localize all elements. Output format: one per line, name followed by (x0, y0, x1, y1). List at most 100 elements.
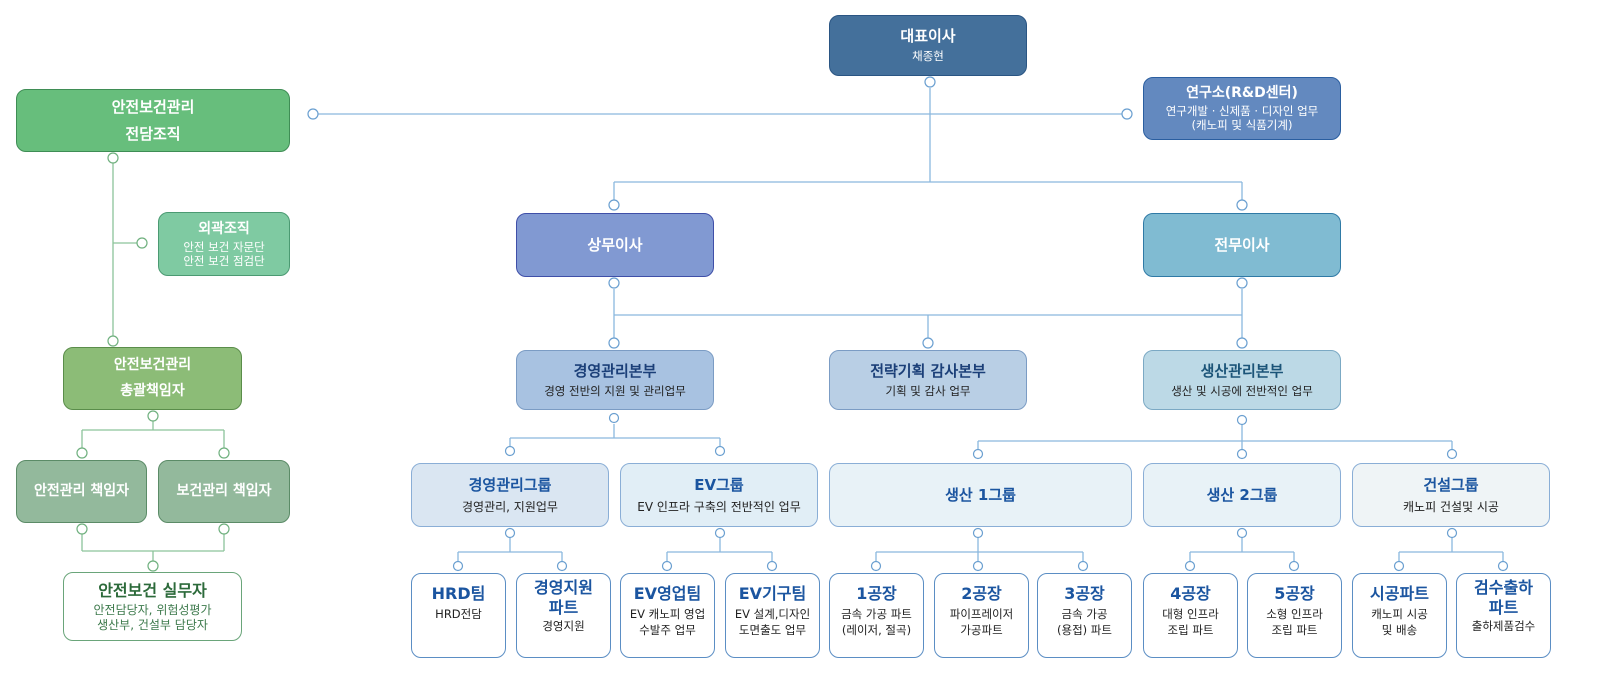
connector-node (307, 108, 319, 120)
node-title: 경영지원 파트 (534, 578, 593, 617)
node-team-factory-2[interactable]: 2공장 파이프레이저 가공파트 (934, 573, 1029, 658)
node-title: 5공장 (1274, 584, 1315, 603)
node-desc: 안전 보건 자문단 안전 보건 점검단 (183, 239, 265, 268)
node-title: 상무이사 (587, 235, 643, 254)
node-title: 생산 2그룹 (1206, 485, 1278, 504)
connector-node (504, 527, 516, 539)
connector-node (1236, 527, 1248, 539)
node-executive-jeonmu[interactable]: 전무이사 (1143, 213, 1341, 277)
connector-node (870, 560, 882, 572)
node-title: 건설그룹 (1423, 476, 1479, 495)
node-title: 시공파트 (1370, 584, 1429, 603)
node-division-management[interactable]: 경영관리본부 경영 전반의 지원 및 관리업무 (516, 350, 714, 410)
node-title: 전략기획 감사본부 (870, 361, 986, 380)
node-title: 안전보건관리 총괄책임자 (113, 357, 192, 399)
connector-node (504, 445, 516, 457)
connector-node (608, 412, 620, 424)
node-title: 보건관리 책임자 (176, 483, 272, 500)
connector-node (1236, 337, 1248, 349)
connector-node (972, 560, 984, 572)
node-title: HRD팀 (431, 584, 486, 603)
connector-node (1236, 199, 1248, 211)
node-desc: 출하제품검수 (1471, 619, 1536, 633)
connector-node (76, 447, 88, 459)
node-desc: 연구개발 · 신제품 · 디자인 업무 (캐노피 및 식품기계) (1165, 103, 1319, 133)
node-division-production[interactable]: 생산관리본부 생산 및 시공에 전반적인 업무 (1143, 350, 1341, 410)
connector-node (1077, 560, 1089, 572)
node-safety-practitioner[interactable]: 안전보건 실무자 안전담당자, 위험성평가 생산부, 건설부 담당자 (63, 572, 242, 641)
connector-node (136, 237, 148, 249)
node-title: 경영관리본부 (573, 361, 657, 380)
node-title: 안전관리 책임자 (33, 483, 130, 500)
node-health-manager[interactable]: 보건관리 책임자 (158, 460, 290, 523)
node-title: 안전보건 실무자 (98, 580, 207, 600)
connector-node (76, 523, 88, 535)
node-desc: 파이프레이저 가공파트 (949, 607, 1014, 637)
connector-node (1121, 108, 1133, 120)
node-title: 대표이사 (900, 27, 956, 46)
node-desc: 경영관리, 지원업무 (462, 499, 558, 514)
node-title: EV영업팀 (633, 584, 702, 603)
node-desc: 캐노피 건설및 시공 (1403, 499, 1499, 514)
node-rnd-center[interactable]: 연구소(R&D센터) 연구개발 · 신제품 · 디자인 업무 (캐노피 및 식품… (1143, 77, 1341, 140)
node-ceo[interactable]: 대표이사 채종현 (829, 15, 1027, 76)
connector-node (1236, 277, 1248, 289)
node-title: 연구소(R&D센터) (1186, 84, 1298, 101)
connector-node (661, 560, 673, 572)
node-group-management[interactable]: 경영관리그룹 경영관리, 지원업무 (411, 463, 609, 527)
node-safety-external-org[interactable]: 외곽조직 안전 보건 자문단 안전 보건 점검단 (158, 212, 290, 276)
node-desc: 경영지원 (542, 619, 585, 633)
node-title: 안전보건관리 전담조직 (111, 97, 195, 143)
connector-node (1393, 560, 1405, 572)
node-desc: 기획 및 감사 업무 (885, 383, 971, 398)
node-title: 검수출하 파트 (1474, 578, 1533, 617)
node-desc: 금속 가공 (용접) 파트 (1057, 607, 1112, 637)
node-executive-sangmu[interactable]: 상무이사 (516, 213, 714, 277)
node-safety-general-manager[interactable]: 안전보건관리 총괄책임자 (63, 347, 242, 410)
node-title: 생산관리본부 (1200, 361, 1284, 380)
node-division-strategy-audit[interactable]: 전략기획 감사본부 기획 및 감사 업무 (829, 350, 1027, 410)
node-desc: EV 설계,디자인 도면출도 업무 (734, 607, 811, 637)
node-desc: 금속 가공 파트 (레이저, 절곡) (841, 607, 912, 637)
connector-node (107, 335, 119, 347)
node-name: 채종현 (912, 49, 944, 64)
node-desc: 생산 및 시공에 전반적인 업무 (1171, 383, 1313, 398)
connector-node (714, 445, 726, 457)
node-title: EV기구팀 (738, 584, 807, 603)
connector-node (608, 277, 620, 289)
node-team-construction-part[interactable]: 시공파트 캐노피 시공 및 배송 (1352, 573, 1447, 658)
node-group-construction[interactable]: 건설그룹 캐노피 건설및 시공 (1352, 463, 1550, 527)
node-group-ev[interactable]: EV그룹 EV 인프라 구축의 전반적인 업무 (620, 463, 818, 527)
node-team-hrd[interactable]: HRD팀 HRD전담 (411, 573, 506, 658)
connector-node (452, 560, 464, 572)
node-team-management-support[interactable]: 경영지원 파트 경영지원 (516, 573, 611, 658)
node-team-inspection-shipping[interactable]: 검수출하 파트 출하제품검수 (1456, 573, 1551, 658)
node-desc: HRD전담 (435, 607, 482, 621)
node-desc: 캐노피 시공 및 배송 (1371, 607, 1428, 637)
node-title: 경영관리그룹 (468, 476, 552, 495)
node-team-ev-mechanical[interactable]: EV기구팀 EV 설계,디자인 도면출도 업무 (725, 573, 820, 658)
connector-node (107, 152, 119, 164)
node-team-factory-3[interactable]: 3공장 금속 가공 (용접) 파트 (1037, 573, 1132, 658)
connector-node (1288, 560, 1300, 572)
node-desc: EV 인프라 구축의 전반적인 업무 (637, 499, 801, 514)
node-desc: 대형 인프라 조립 파트 (1162, 607, 1219, 637)
connector-node (972, 448, 984, 460)
node-title: 3공장 (1064, 584, 1105, 603)
node-safety-manager[interactable]: 안전관리 책임자 (16, 460, 147, 523)
node-desc: 안전담당자, 위험성평가 생산부, 건설부 담당자 (93, 603, 212, 633)
node-title: 4공장 (1170, 584, 1211, 603)
node-group-production-2[interactable]: 생산 2그룹 (1143, 463, 1341, 527)
node-safety-dedicated-org[interactable]: 안전보건관리 전담조직 (16, 89, 290, 152)
node-desc: EV 캐노피 영업 수발주 업무 (629, 607, 706, 637)
node-team-factory-4[interactable]: 4공장 대형 인프라 조립 파트 (1143, 573, 1238, 658)
node-title: 전무이사 (1214, 235, 1270, 254)
connector-node (922, 337, 934, 349)
node-group-production-1[interactable]: 생산 1그룹 (829, 463, 1132, 527)
connector-node (1236, 414, 1248, 426)
connector-node (1497, 560, 1509, 572)
node-team-factory-1[interactable]: 1공장 금속 가공 파트 (레이저, 절곡) (829, 573, 924, 658)
node-team-factory-5[interactable]: 5공장 소형 인프라 조립 파트 (1247, 573, 1342, 658)
node-desc: 소형 인프라 조립 파트 (1266, 607, 1323, 637)
node-team-ev-sales[interactable]: EV영업팀 EV 캐노피 영업 수발주 업무 (620, 573, 715, 658)
